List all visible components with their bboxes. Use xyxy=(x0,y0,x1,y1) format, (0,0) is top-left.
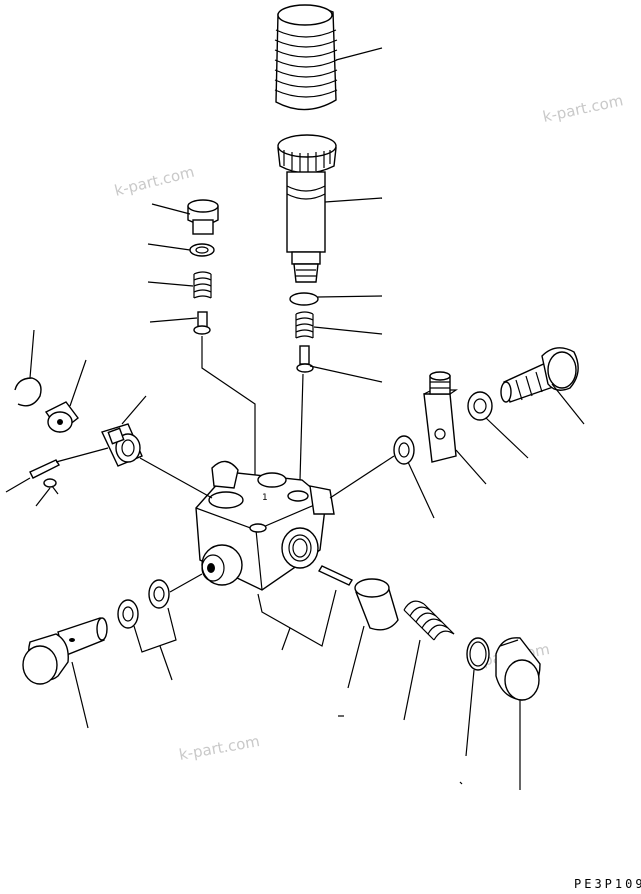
plug-bolt-part xyxy=(187,199,219,235)
tick-o-ring xyxy=(459,781,463,785)
o-ring-right xyxy=(289,292,319,306)
assembly-line-left xyxy=(201,336,256,500)
leader-washers xyxy=(159,645,173,681)
connector-block xyxy=(423,371,458,463)
leader-pin-washer xyxy=(35,487,51,507)
leader-hose-fitting xyxy=(121,395,147,425)
drawing-code: PE3P109 xyxy=(574,877,641,891)
watermark-top-right: k-part.com xyxy=(541,91,625,126)
assembly-line-washer-right xyxy=(329,455,395,499)
leader-valve-left xyxy=(149,317,198,323)
leader-spring-right xyxy=(313,326,383,335)
check-valve-left xyxy=(193,311,211,335)
washer-bottom-2 xyxy=(148,579,170,609)
leader-washer-small xyxy=(147,243,191,251)
leader-priming-pump xyxy=(324,197,383,203)
leader-o-ring-bottom xyxy=(465,669,475,757)
leader-bellows xyxy=(335,47,383,61)
cap-nut-left xyxy=(44,401,79,434)
bellows-cap-part xyxy=(274,4,338,111)
leader-cap-nut xyxy=(69,359,87,407)
hose-fitting-left xyxy=(101,423,143,467)
washer-bottom-1 xyxy=(117,599,139,629)
spring-right xyxy=(295,311,314,339)
leader-valve-right xyxy=(309,365,383,383)
leader-body xyxy=(281,627,291,651)
pump-body-part: 1 xyxy=(195,460,335,591)
svg-text:1: 1 xyxy=(262,493,268,503)
sleeve-part xyxy=(354,578,399,631)
banjo-bolt-left xyxy=(22,617,108,685)
watermark-top-left: k-part.com xyxy=(113,163,197,200)
spring-left xyxy=(193,271,212,299)
leader-banjo-bolt-right xyxy=(551,383,585,425)
assembly-line-washer xyxy=(169,573,203,593)
spring-bottom xyxy=(403,600,455,641)
priming-pump-part xyxy=(277,134,337,283)
leader-washer-mid-right xyxy=(407,461,435,519)
leader-pin xyxy=(5,477,31,493)
plug-bottom-right xyxy=(495,637,541,701)
leader-banjo-bolt-left xyxy=(71,661,89,729)
assembly-line-hose xyxy=(139,457,213,499)
leader-washer-right xyxy=(485,417,529,459)
assembly-line-right xyxy=(299,373,304,481)
leader-plug xyxy=(151,203,191,215)
dowel-pin xyxy=(318,565,353,586)
pin-part-left xyxy=(29,459,60,495)
check-valve-right xyxy=(296,345,314,373)
washer-small xyxy=(189,243,215,257)
leader-spring-left xyxy=(147,281,194,287)
assembly-line-pin xyxy=(55,447,109,463)
bracket-body xyxy=(257,589,337,647)
leader-snap-ring xyxy=(29,329,35,379)
watermark-bottom: k-part.com xyxy=(178,732,262,764)
leader-sleeve xyxy=(347,625,365,689)
leader-o-ring-right xyxy=(317,295,383,298)
snap-ring xyxy=(14,377,42,407)
bracket-washers xyxy=(133,607,177,653)
leader-connector-block xyxy=(455,449,487,485)
banjo-bolt-right xyxy=(500,347,579,403)
washer-right xyxy=(467,391,493,421)
leader-spring-bottom xyxy=(403,639,421,721)
washer-mid-right xyxy=(393,435,415,465)
